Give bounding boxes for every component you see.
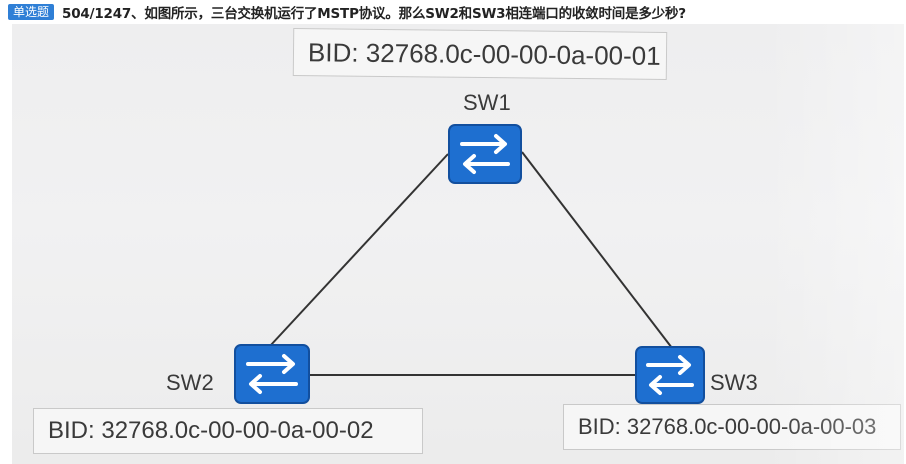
question-text: 504/1247、如图所示，三台交换机运行了MSTP协议。那么SW2和SW3相连… <box>62 6 686 22</box>
switch-icon <box>234 344 310 404</box>
bid-label-sw3: BID: 32768.0c-00-00-0a-00-03 <box>563 404 901 450</box>
question-type-badge: 单选题 <box>8 4 55 20</box>
topology-links <box>269 151 673 376</box>
switch-icon <box>635 346 705 404</box>
switch-label-sw2: SW2 <box>166 370 214 395</box>
question-header: 单选题 504/1247、如图所示，三台交换机运行了MSTP协议。那么SW2和S… <box>8 2 686 22</box>
link-sw1-sw3 <box>521 151 673 349</box>
topology-image: BID: 32768.0c-00-00-0a-00-01 BID: 32768.… <box>12 24 904 464</box>
switch-label-sw1: SW1 <box>463 90 511 115</box>
bid-label-sw2: BID: 32768.0c-00-00-0a-00-02 <box>33 408 423 454</box>
switch-icon <box>448 124 522 184</box>
switch-label-sw3: SW3 <box>710 370 758 395</box>
link-sw1-sw2 <box>269 153 449 347</box>
bid-label-sw1: BID: 32768.0c-00-00-0a-00-01 <box>292 28 668 80</box>
